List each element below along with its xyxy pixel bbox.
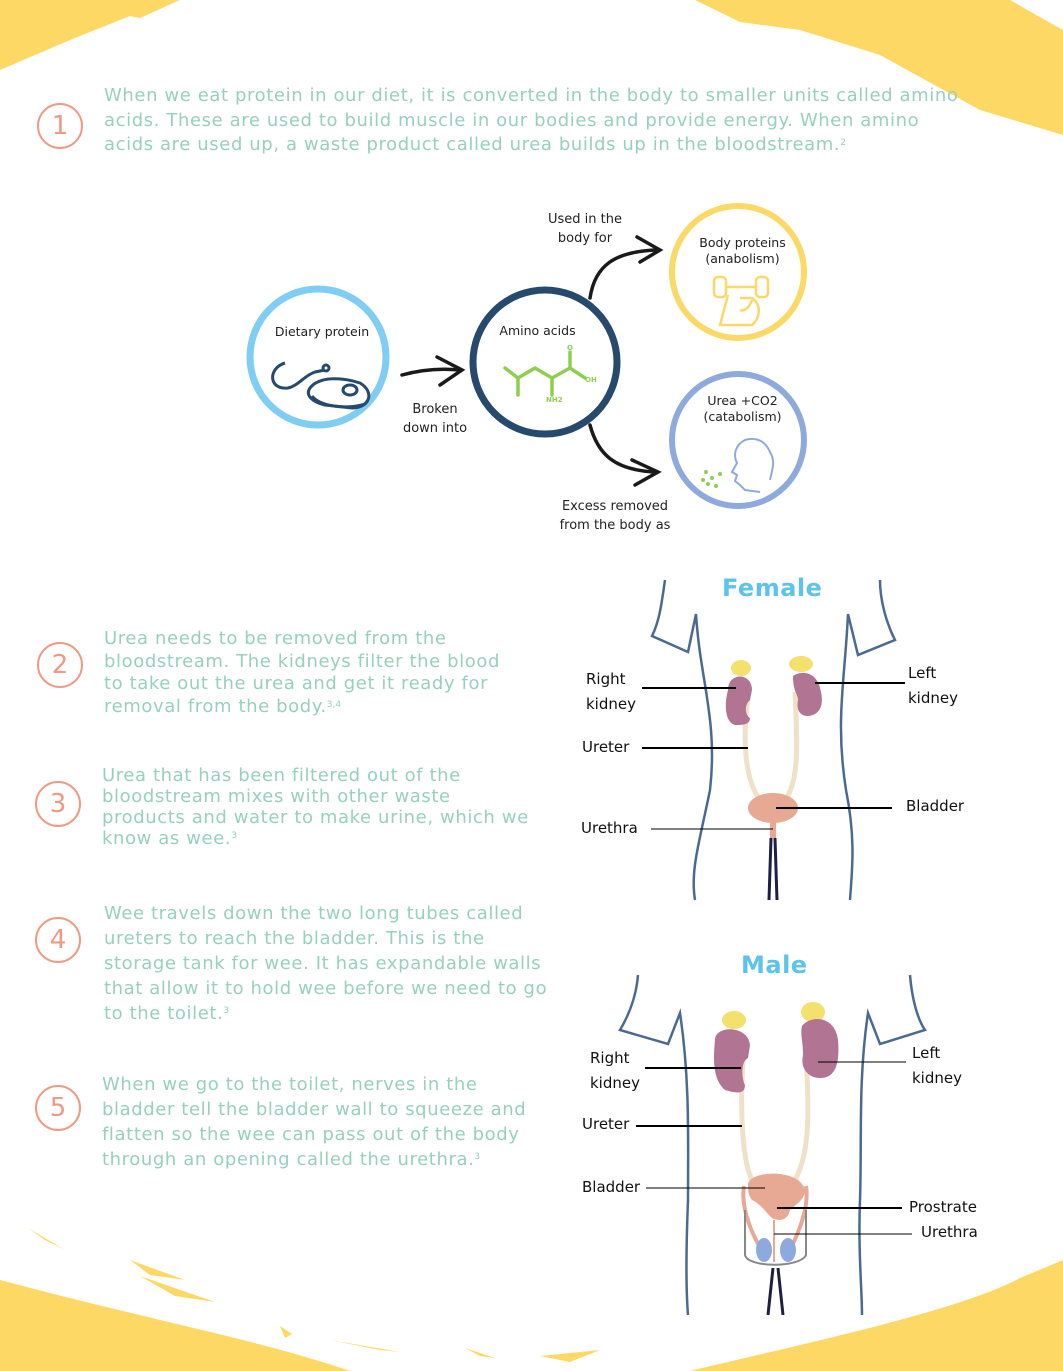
brush-stroke-top-right (695, 0, 1063, 135)
used-line1: Used in the (548, 212, 622, 227)
step-5-ref: 3 (474, 1152, 481, 1162)
step-text-5: When we go to the toilet, nerves in the … (102, 1072, 552, 1172)
urea-co2-line2: (catabolism) (703, 409, 782, 424)
step-number-5: 5 (35, 1085, 81, 1131)
step-number-4: 4 (35, 917, 81, 963)
head-breath-icon (730, 437, 775, 493)
breath-particles (701, 470, 722, 488)
step-1-text: When we eat protein in our diet, it is c… (104, 85, 959, 155)
body-proteins-line1: Body proteins (699, 235, 786, 250)
brush-fleck-2 (130, 1260, 185, 1280)
step-2-text: Urea needs to be removed from the bloods… (104, 628, 501, 717)
step-number-1: 1 (37, 103, 83, 149)
male-left-kidney-line1: Left (912, 1044, 941, 1062)
male-left-kidney-label: Left kidney (912, 1041, 962, 1091)
step-3-ref: 3 (231, 831, 237, 841)
brush-stroke-top-left (0, 0, 180, 70)
excess-line1: Excess removed (561, 499, 669, 514)
male-bladder-label: Bladder (582, 1178, 641, 1196)
step-1-ref: 2 (840, 138, 846, 148)
arrow-broken-down (400, 355, 466, 387)
molecule-icon (503, 350, 587, 397)
used-line2: body for (557, 231, 613, 246)
brush-stroke-bottom (0, 1280, 350, 1371)
step-text-2: Urea needs to be removed from the bloods… (104, 628, 524, 718)
body-proteins-label: Body proteins (anabolism) (680, 235, 805, 267)
arrow-used-in-body (588, 235, 664, 300)
female-left-kidney-line2: kidney (908, 689, 958, 707)
male-urethra-label: Urethra (921, 1223, 978, 1241)
female-title: Female (722, 574, 823, 602)
male-urinary-system (714, 1002, 839, 1316)
brush-fleck-1 (28, 1228, 65, 1250)
female-ureter-label: Ureter (582, 738, 630, 756)
female-right-kidney-label: Right kidney (586, 667, 636, 717)
female-leader-lines (642, 682, 905, 830)
broken-down-line1: Broken (412, 402, 458, 417)
brush-fleck-6 (540, 1350, 600, 1362)
brush-fleck-5 (280, 1326, 292, 1338)
arrow-label-used-in-body: Used in the body for (530, 210, 640, 248)
body-proteins-line2: (anabolism) (705, 251, 780, 266)
brush-fleck-3 (140, 1276, 215, 1302)
excess-line2: from the body as (559, 518, 671, 533)
arrow-label-excess-removed: Excess removed from the body as (540, 497, 690, 535)
female-left-kidney-label: Left kidney (908, 661, 958, 711)
male-left-kidney-line2: kidney (912, 1069, 962, 1087)
molecule-o: O (567, 344, 573, 352)
arrow-excess-removed (588, 423, 662, 487)
male-leader-lines (636, 1061, 912, 1235)
meat-icon (271, 361, 371, 410)
step-number-2: 2 (37, 642, 83, 688)
female-body-outline (650, 579, 897, 901)
male-ureter-label: Ureter (582, 1115, 630, 1133)
step-3-text: Urea that has been filtered out of the b… (102, 765, 529, 849)
dumbbell-arm-icon (712, 275, 770, 327)
female-urinary-system (725, 656, 822, 901)
broken-down-line2: down into (402, 421, 468, 436)
amino-acids-circle (469, 286, 621, 438)
step-4-ref: 3 (223, 1006, 230, 1016)
male-prostate-label: Prostrate (909, 1198, 977, 1216)
brush-fleck-7 (465, 1348, 495, 1358)
dietary-protein-label: Dietary protein (274, 324, 370, 339)
step-2-ref: 3,4 (326, 699, 342, 710)
female-right-kidney-line2: kidney (586, 695, 636, 713)
step-text-3: Urea that has been filtered out of the b… (102, 765, 532, 849)
male-body-outline (618, 974, 928, 1316)
step-text-1: When we eat protein in our diet, it is c… (104, 84, 964, 158)
dietary-protein-circle (246, 285, 390, 429)
body-proteins-circle (669, 203, 807, 341)
brush-stroke-bottom-right (690, 1260, 1063, 1371)
brush-fleck-4 (330, 1340, 400, 1352)
male-right-kidney-line1: Right (590, 1049, 630, 1067)
step-5-text: When we go to the toilet, nerves in the … (102, 1074, 527, 1170)
female-left-kidney-line1: Left (908, 664, 937, 682)
amino-acids-label: Amino acids (499, 323, 576, 338)
step-number-3: 3 (35, 781, 81, 827)
male-right-kidney-label: Right kidney (590, 1046, 640, 1096)
step-4-text: Wee travels down the two long tubes call… (104, 903, 548, 1024)
molecule-nh2: NH2 (546, 396, 563, 404)
female-bladder-label: Bladder (906, 797, 965, 815)
urea-co2-line1: Urea +CO2 (707, 393, 778, 408)
arrow-label-broken-down: Broken down into (380, 400, 490, 438)
male-right-kidney-line2: kidney (590, 1074, 640, 1092)
male-title: Male (741, 951, 808, 979)
female-right-kidney-line1: Right (586, 670, 626, 688)
step-text-4: Wee travels down the two long tubes call… (104, 901, 554, 1026)
female-urethra-label: Urethra (581, 819, 638, 837)
urea-co2-label: Urea +CO2 (catabolism) (680, 393, 805, 425)
urea-co2-circle (669, 371, 807, 509)
molecule-oh: OH (585, 376, 597, 384)
